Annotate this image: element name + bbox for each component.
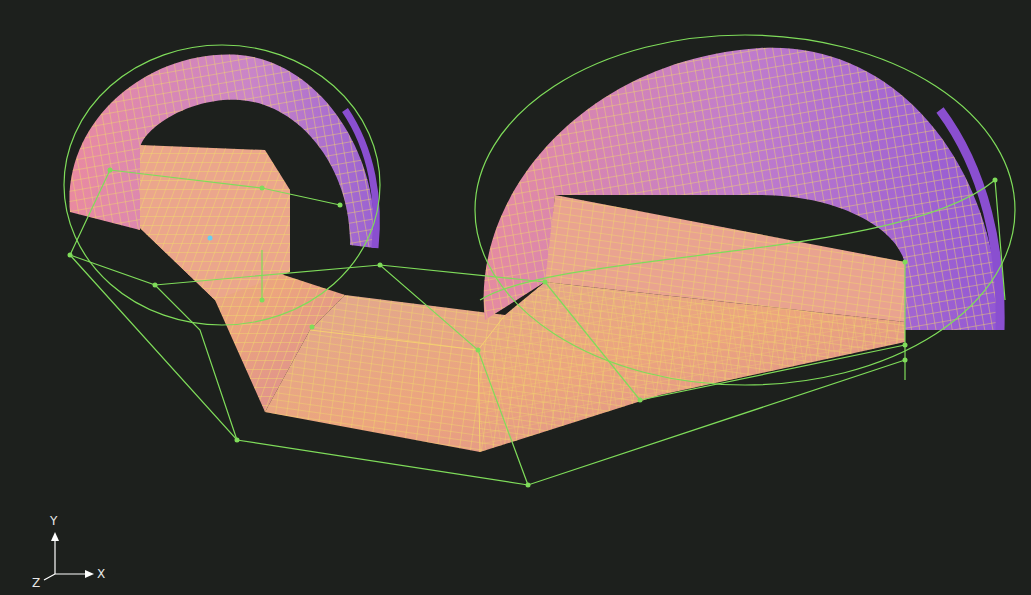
axis-label: Z — [32, 576, 40, 590]
axis-label: Y — [50, 514, 57, 528]
axis-label: X — [97, 567, 105, 581]
